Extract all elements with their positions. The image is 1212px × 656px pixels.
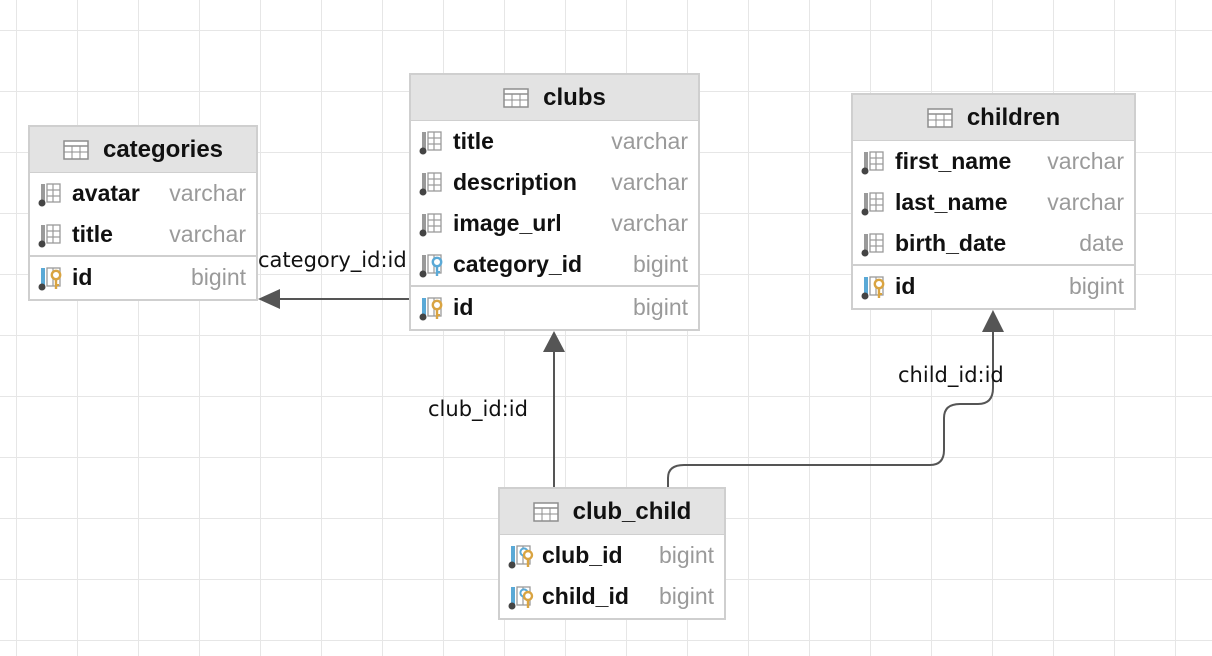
key-column-row[interactable]: club_id bigint	[500, 535, 724, 576]
column-type: varchar	[1047, 189, 1124, 215]
column-name: id	[895, 273, 916, 299]
column-icon	[419, 169, 445, 197]
column-row[interactable]: description varchar	[411, 162, 698, 203]
table-header[interactable]: club_child	[500, 489, 724, 535]
column-type: varchar	[169, 221, 246, 247]
column-icon	[861, 230, 887, 258]
column-type: bigint	[659, 542, 714, 568]
column-type: varchar	[611, 210, 688, 236]
column-name: child_id	[542, 583, 629, 609]
arrow-categories-head	[258, 289, 280, 309]
column-name: birth_date	[895, 230, 1007, 256]
arrow-clubs-head	[543, 331, 565, 352]
column-icon	[419, 210, 445, 238]
table-icon	[532, 501, 559, 522]
key-column-row[interactable]: child_id bigint	[500, 576, 724, 617]
column-type: varchar	[169, 180, 246, 206]
column-row[interactable]: avatar varchar	[30, 173, 256, 214]
column-type: varchar	[1047, 148, 1124, 174]
column-icon	[861, 189, 887, 217]
column-name: title	[72, 221, 113, 247]
column-icon	[861, 148, 887, 176]
table-header[interactable]: clubs	[411, 75, 698, 121]
column-type: bigint	[191, 264, 246, 290]
table-icon	[63, 139, 89, 160]
table-club-child[interactable]: club_child club_id bigint child_id bigin…	[498, 487, 726, 620]
foreign-key-row[interactable]: category_id bigint	[411, 244, 698, 285]
edge-label-child: child_id:id	[898, 363, 1004, 387]
table-icon	[503, 87, 529, 108]
column-type: varchar	[611, 169, 688, 195]
column-row[interactable]: last_name varchar	[853, 182, 1134, 223]
column-type: bigint	[633, 251, 688, 277]
column-icon	[38, 180, 64, 208]
column-name: last_name	[895, 189, 1008, 215]
table-header[interactable]: categories	[30, 127, 256, 173]
table-name: club_child	[572, 497, 692, 525]
primary-key-row[interactable]: id bigint	[411, 285, 698, 328]
table-clubs[interactable]: clubs title varchar description varchar …	[409, 73, 700, 331]
column-type: date	[1079, 230, 1124, 256]
column-icon	[419, 128, 445, 156]
primary-key-icon	[419, 294, 445, 322]
edge-label-club: club_id:id	[428, 397, 528, 421]
table-icon	[927, 107, 953, 128]
primary-key-icon	[861, 273, 887, 301]
table-header[interactable]: children	[853, 95, 1134, 141]
column-name: id	[72, 264, 93, 290]
edge-label-category: category_id:id	[258, 248, 407, 272]
column-name: description	[453, 169, 577, 195]
column-icon	[38, 221, 64, 249]
column-name: club_id	[542, 542, 623, 568]
arrow-children-head	[982, 310, 1004, 332]
column-row[interactable]: image_url varchar	[411, 203, 698, 244]
column-type: bigint	[659, 583, 714, 609]
table-name: children	[966, 103, 1061, 131]
column-name: id	[453, 294, 474, 320]
table-name: categories	[102, 135, 224, 163]
primary-foreign-key-icon	[508, 583, 534, 611]
column-type: varchar	[611, 128, 688, 154]
column-name: title	[453, 128, 494, 154]
edge-club-child-to-children[interactable]	[667, 332, 994, 487]
column-row[interactable]: first_name varchar	[853, 141, 1134, 182]
column-row[interactable]: title varchar	[411, 121, 698, 162]
foreign-key-icon	[419, 251, 445, 279]
table-name: clubs	[543, 83, 606, 111]
column-name: image_url	[453, 210, 562, 236]
primary-key-row[interactable]: id bigint	[30, 255, 256, 298]
column-row[interactable]: title varchar	[30, 214, 256, 255]
table-children[interactable]: children first_name varchar last_name va…	[851, 93, 1136, 310]
primary-foreign-key-icon	[508, 542, 534, 570]
column-row[interactable]: birth_date date	[853, 223, 1134, 264]
column-name: category_id	[453, 251, 583, 277]
column-name: first_name	[895, 148, 1012, 174]
primary-key-row[interactable]: id bigint	[853, 264, 1134, 307]
column-name: avatar	[72, 180, 140, 206]
column-type: bigint	[633, 294, 688, 320]
primary-key-icon	[38, 264, 64, 292]
column-type: bigint	[1069, 273, 1124, 299]
table-categories[interactable]: categories avatar varchar title varchar …	[28, 125, 258, 301]
